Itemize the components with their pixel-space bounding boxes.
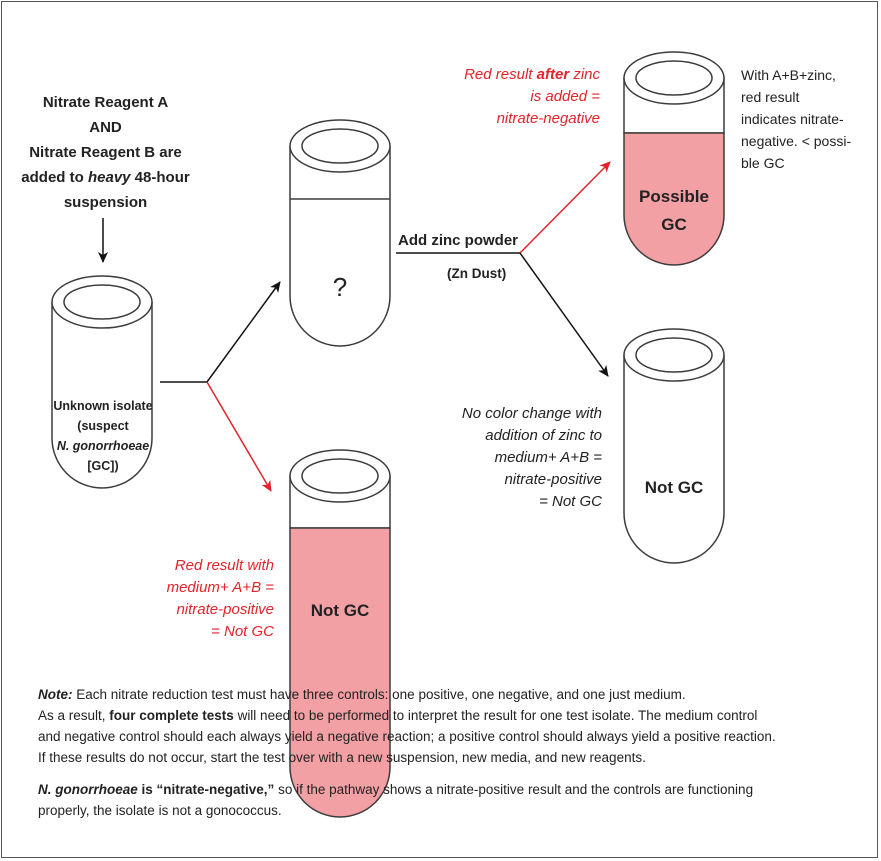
side-note: With A+B+zinc, red result indicates nitr… xyxy=(741,64,873,174)
red-after-zinc-caption: Red result after zinc is added = nitrate… xyxy=(400,64,600,130)
notes-line-2-pre: As a result, xyxy=(38,708,110,723)
not-gc-right-tube-label: Not GC xyxy=(644,478,704,497)
question-tube-label: ? xyxy=(332,272,348,302)
possible-gc-line-1: Possible xyxy=(639,187,709,206)
add-zinc-powder-label: Add zinc powder xyxy=(398,232,518,249)
unknown-line-4: [GC]) xyxy=(87,459,119,473)
reagent-line-4: added to heavy 48-hour xyxy=(18,165,193,190)
notes-line-2: As a result, four complete tests will ne… xyxy=(38,705,858,726)
no-color-line-3: medium+ A+B = xyxy=(494,449,602,466)
side-note-line-4: negative. < possi- xyxy=(741,133,852,149)
red-after-zinc-line-1: Red result after zinc xyxy=(400,64,600,86)
notes-line-3: and negative control should each always … xyxy=(38,729,776,744)
reagent-line-1: Nitrate Reagent A xyxy=(42,94,169,111)
side-note-line-2: red result xyxy=(741,89,800,105)
tube-red-not-gc-left xyxy=(289,449,391,818)
arrow-to-red-tube xyxy=(206,381,272,492)
red-left-tube-label: Not GC xyxy=(310,601,370,620)
reagent-line-4-pre: added to xyxy=(21,169,88,186)
red-with-medium-caption: Red result with medium+ A+B = nitrate-po… xyxy=(110,555,274,643)
notes-paragraph-2: N. gonorrhoeae is “nitrate-negative,” so… xyxy=(38,779,858,821)
no-color-change-caption: No color change with addition of zinc to… xyxy=(430,403,602,513)
notes-line-2-post: will need to be performed to interpret t… xyxy=(233,708,758,723)
unknown-line-2: (suspect xyxy=(77,419,129,433)
red-medium-line-3: nitrate-positive xyxy=(176,601,274,618)
tube-not-gc-right xyxy=(623,328,725,564)
red-after-zinc-pre: Red result xyxy=(464,66,537,83)
red-after-zinc-line-2: is added = xyxy=(530,88,600,105)
unknown-isolate-label: Unknown isolate (suspect N. gonorrhoeae … xyxy=(52,396,154,476)
no-color-line-5: = Not GC xyxy=(539,493,602,510)
notes-line-4: If these results do not occur, start the… xyxy=(38,750,646,765)
notes-line-2-bold: four complete tests xyxy=(109,708,234,723)
notes-line-1: Note: Each nitrate reduction test must h… xyxy=(38,684,858,705)
side-note-line-3: indicates nitrate- xyxy=(741,111,844,127)
side-note-line-5: ble GC xyxy=(741,155,785,171)
no-color-line-2: addition of zinc to xyxy=(485,427,602,444)
arrow-to-possible-gc-tube xyxy=(519,161,611,254)
red-after-zinc-line-3: nitrate-negative xyxy=(496,110,600,127)
red-medium-line-4: = Not GC xyxy=(211,623,274,640)
red-medium-line-2: medium+ A+B = xyxy=(166,579,274,596)
zn-dust-label: (Zn Dust) xyxy=(447,266,507,281)
tube-possible-gc xyxy=(623,51,725,266)
reagent-line-4-em: heavy xyxy=(87,169,131,186)
reagent-line-3: Nitrate Reagent B are xyxy=(29,144,182,161)
notes-paragraph-1: Note: Each nitrate reduction test must h… xyxy=(38,684,858,768)
unknown-line-3: N. gonorrhoeae xyxy=(56,439,150,453)
reagent-instruction: Nitrate Reagent A AND Nitrate Reagent B … xyxy=(18,90,193,215)
possible-gc-line-2: GC xyxy=(661,215,687,234)
no-color-line-4: nitrate-positive xyxy=(504,471,602,488)
no-color-line-1: No color change with xyxy=(461,405,602,422)
red-after-zinc-em: after xyxy=(536,66,570,83)
arrow-to-question-tube xyxy=(206,281,281,383)
reagent-line-5: suspension xyxy=(63,194,148,211)
arrow-to-not-gc-right-tube xyxy=(519,252,609,377)
note-label: Note: xyxy=(38,687,73,702)
tube-question xyxy=(289,119,391,347)
tube-unknown-isolate xyxy=(51,275,153,489)
notes-p2-text-1: so if the pathway shows a nitrate-positi… xyxy=(274,782,754,797)
possible-gc-tube-label: Possible GC xyxy=(624,183,724,239)
red-medium-line-1: Red result with xyxy=(174,557,274,574)
red-after-zinc-post: zinc xyxy=(569,66,600,83)
reagent-line-2: AND xyxy=(89,119,122,136)
note-text: Each nitrate reduction test must have th… xyxy=(72,687,686,702)
notes-p2-line-1: N. gonorrhoeae is “nitrate-negative,” so… xyxy=(38,779,858,800)
notes-p2-bold: is “nitrate-negative,” xyxy=(137,782,275,797)
unknown-line-1: Unknown isolate xyxy=(53,399,153,413)
notes-p2-line-2: properly, the isolate is not a gonococcu… xyxy=(38,803,282,818)
reagent-line-4-post: 48-hour xyxy=(130,169,190,186)
side-note-line-1: With A+B+zinc, xyxy=(741,67,836,83)
notes-p2-italic: N. gonorrhoeae xyxy=(38,782,138,797)
